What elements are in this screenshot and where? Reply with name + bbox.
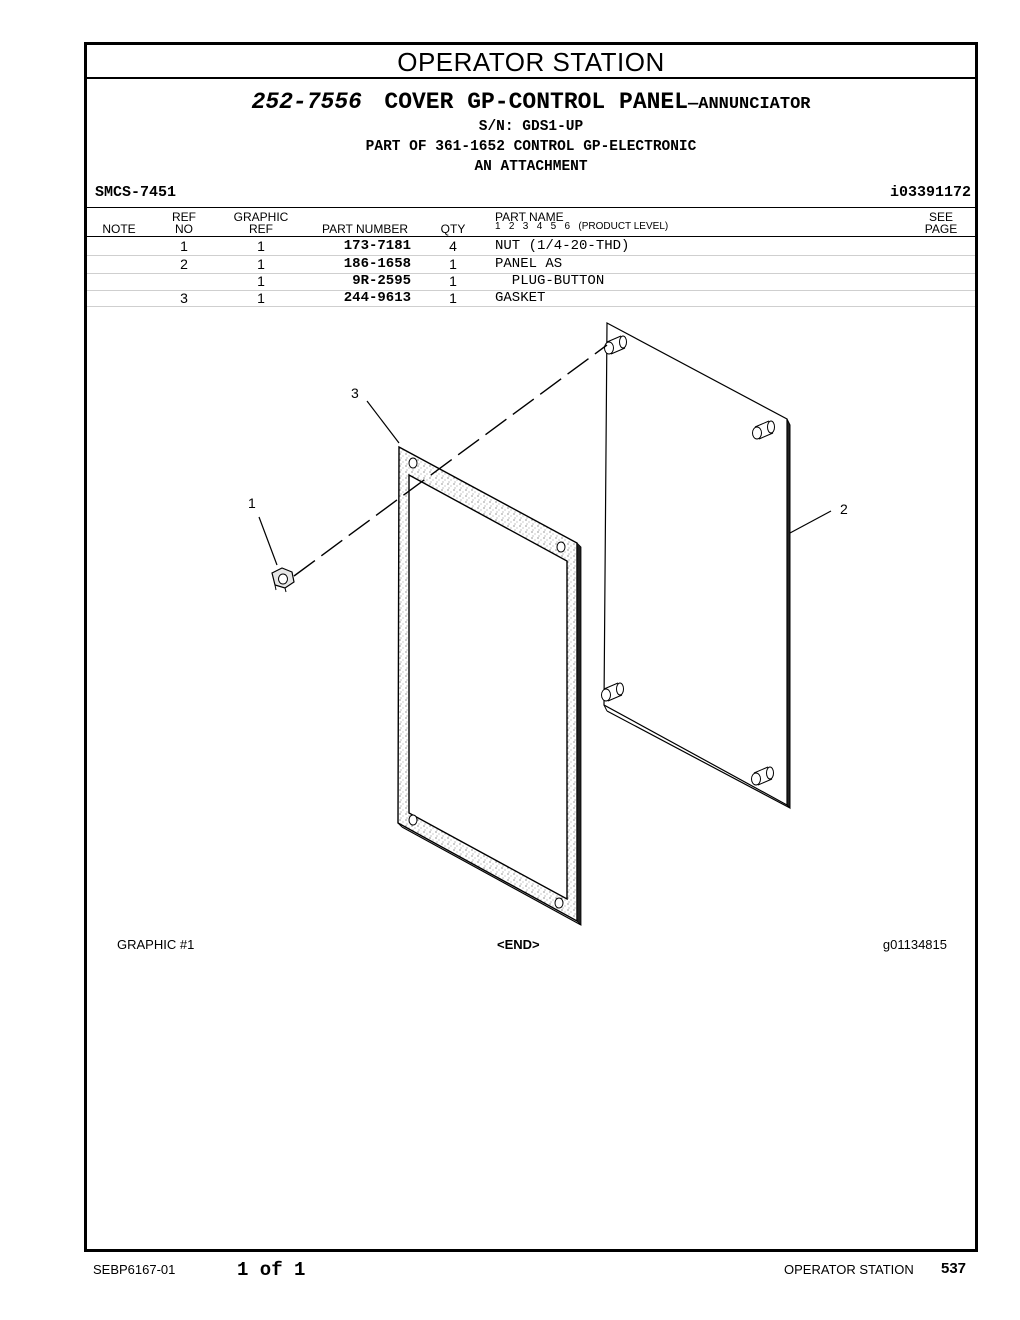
- page-of: 1 of 1: [237, 1259, 306, 1281]
- col-part-name: PART NAME: [495, 210, 564, 224]
- part-name: PLUG-BUTTON: [495, 273, 605, 289]
- qty: 1: [449, 273, 457, 289]
- graphic-caption: GRAPHIC #1: [117, 937, 195, 952]
- col-ref-no-bottom: NO: [175, 222, 193, 236]
- graphic-id: g01134815: [882, 937, 947, 952]
- part-number: 173-7181: [343, 238, 411, 254]
- page-number: 537: [941, 1260, 967, 1277]
- part-name: NUT (1/4-20-THD): [495, 238, 630, 254]
- smcs-code: SMCS-7451: [95, 184, 177, 201]
- col-see-page-bottom: PAGE: [924, 222, 958, 236]
- graphic-ref: 1: [257, 238, 265, 254]
- qty: 1: [449, 256, 457, 272]
- serial-number: S/N: GDS1-UP: [478, 119, 584, 135]
- graphic-ref: 1: [257, 273, 265, 289]
- columns-divider: [87, 236, 975, 237]
- group-heading: 252-7556 COVER GP-CONTROL PANEL—ANNUNCIA…: [87, 89, 975, 115]
- alignment-line: [293, 344, 608, 577]
- qty: 1: [449, 290, 457, 306]
- header-divider: [87, 207, 975, 208]
- part-name: PANEL AS: [495, 256, 563, 272]
- leader-line: [366, 400, 400, 444]
- table-row: 2 1 186-1658 1 PANEL AS: [87, 256, 975, 273]
- ref-no: 3: [180, 290, 188, 306]
- col-note: NOTE: [102, 222, 136, 236]
- table-row: 3 1 244-9613 1 GASKET: [87, 290, 975, 307]
- col-graphic-ref-top: GRAPHIC: [233, 210, 289, 224]
- col-graphic-ref-bottom: REF: [249, 222, 273, 236]
- group-part-number: 252-7556: [251, 89, 362, 115]
- nut-part: [271, 567, 295, 593]
- row-divider: [87, 290, 975, 291]
- callout-2: 2: [840, 501, 848, 517]
- callout-1: 1: [248, 495, 256, 511]
- page-frame: OPERATOR STATION 252-7556 COVER GP-CONTR…: [84, 42, 978, 1252]
- illustration-id: i03391172: [889, 184, 971, 201]
- callout-3: 3: [351, 385, 359, 401]
- graphic-ref: 1: [257, 290, 265, 306]
- part-name: GASKET: [495, 290, 546, 306]
- col-product-level: 1 2 3 4 5 6 (PRODUCT LEVEL): [495, 221, 669, 232]
- leader-line: [258, 516, 278, 566]
- group-name: COVER GP-CONTROL PANEL: [384, 89, 689, 115]
- footer-section: OPERATOR STATION: [784, 1262, 914, 1277]
- part-number: 9R-2595: [352, 273, 411, 289]
- ref-no: 2: [180, 256, 188, 272]
- ref-no: 1: [180, 238, 188, 254]
- table-row: 1 9R-2595 1 PLUG-BUTTON: [87, 273, 975, 290]
- stud: [601, 682, 624, 702]
- stud: [751, 766, 774, 786]
- graphic-ref: 1: [257, 256, 265, 272]
- part-number: 244-9613: [343, 290, 411, 306]
- stud: [752, 420, 775, 440]
- gasket-part: [397, 445, 582, 926]
- row-divider: [87, 273, 975, 274]
- stud: [604, 335, 627, 355]
- document-number: SEBP6167-01: [93, 1262, 176, 1277]
- leader-line: [789, 510, 832, 534]
- end-marker: <END>: [497, 937, 540, 952]
- part-of-line: PART OF 361-1652 CONTROL GP-ELECTRONIC: [365, 139, 697, 155]
- group-suffix: —ANNUNCIATOR: [688, 95, 811, 114]
- exploded-parts-diagram: 1 2 3: [248, 322, 848, 926]
- col-qty: QTY: [440, 222, 466, 236]
- qty: 4: [449, 238, 457, 254]
- col-part-number: PART NUMBER: [321, 222, 408, 236]
- table-row: 1 1 173-7181 4 NUT (1/4-20-THD): [87, 238, 975, 255]
- attachment-line: AN ATTACHMENT: [474, 159, 588, 175]
- section-title: OPERATOR STATION: [87, 45, 975, 79]
- part-number: 186-1658: [343, 256, 411, 272]
- col-ref-no-top: REF: [172, 210, 196, 224]
- panel-part: [601, 322, 791, 810]
- row-divider: [87, 255, 975, 256]
- col-see-page-top: SEE: [928, 210, 953, 224]
- row-divider: [87, 306, 975, 307]
